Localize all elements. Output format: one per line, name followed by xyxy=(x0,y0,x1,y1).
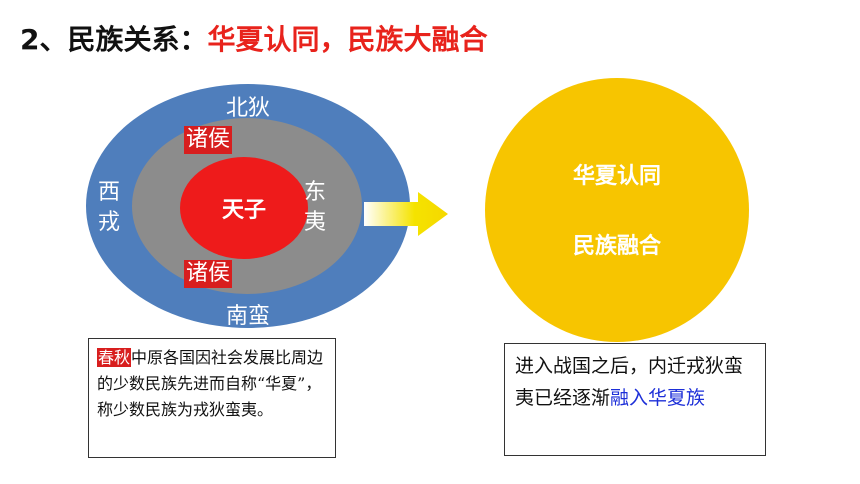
inner-circle xyxy=(180,157,308,259)
vassal-top-tag: 诸侯 xyxy=(184,126,233,154)
label-north: 北狄 xyxy=(226,96,271,121)
circle-line1: 华夏认同 xyxy=(572,164,661,189)
title-prefix: 2、民族关系： xyxy=(20,23,208,56)
left-text-box: 春秋中原各国因社会发展比周边的少数民族先进而自称“华夏”，称少数民族为戎狄蛮夷。 xyxy=(88,338,336,458)
right-box-highlight: 融入华夏族 xyxy=(610,387,706,409)
circle-line2: 民族融合 xyxy=(572,234,661,259)
center-label: 天子 xyxy=(221,198,266,223)
right-arrow-icon xyxy=(364,192,448,236)
right-box-text: 进入战国之后，内迁戎狄蛮夷已经逐渐 xyxy=(515,355,744,409)
label-west: 西戎 xyxy=(97,180,120,235)
fusion-circle xyxy=(485,78,749,342)
left-box-text: 中原各国因社会发展比周边的少数民族先进而自称“华夏”，称少数民族为戎狄蛮夷。 xyxy=(97,348,324,419)
label-south: 南蛮 xyxy=(226,304,271,329)
title-highlight: 华夏认同，民族大融合 xyxy=(207,23,488,56)
spring-autumn-tag: 春秋 xyxy=(97,348,132,367)
page-title: 2、民族关系：华夏认同，民族大融合 xyxy=(20,18,488,58)
label-east: 东夷 xyxy=(303,180,326,235)
vassal-bottom-tag: 诸侯 xyxy=(184,260,233,288)
right-text-box: 进入战国之后，内迁戎狄蛮夷已经逐渐融入华夏族 xyxy=(504,343,766,456)
